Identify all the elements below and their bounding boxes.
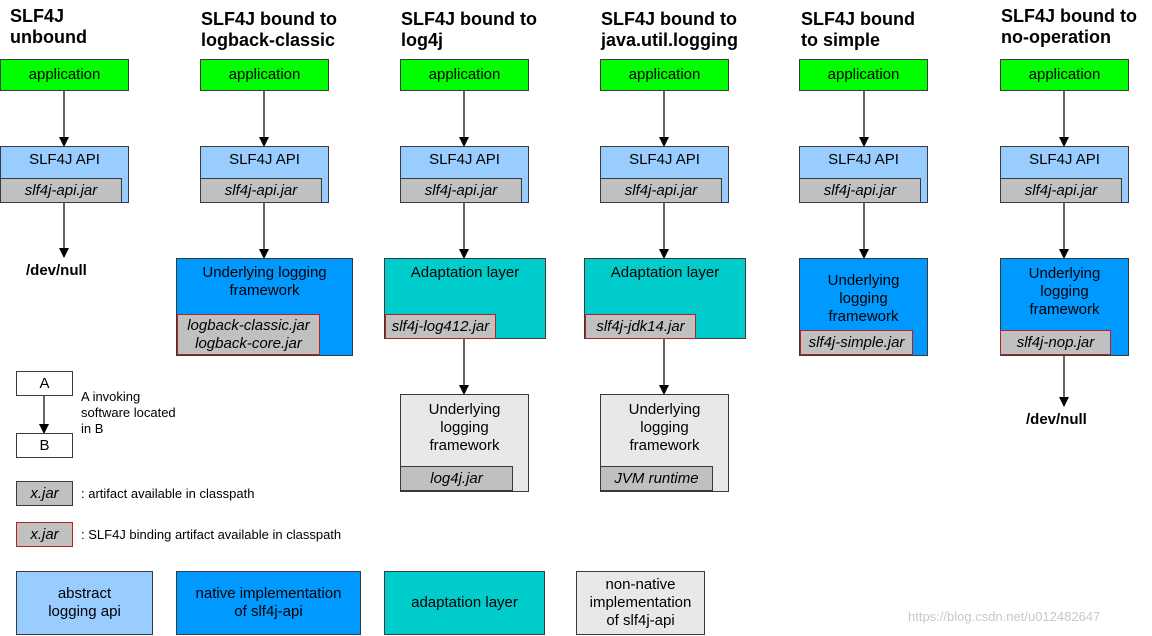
dev-null-label: /dev/null (1026, 411, 1087, 428)
dev-null-label: /dev/null (26, 262, 87, 279)
legend-abstract-api: abstract logging api (16, 571, 153, 635)
slf4j-jdk14-jar: slf4j-jdk14.jar (585, 314, 696, 339)
legend-binding-text: : SLF4J binding artifact available in cl… (81, 527, 342, 542)
slf4j-api-jar: slf4j-api.jar (0, 178, 122, 203)
column-title-unbound: SLF4J unbound (10, 6, 87, 47)
column-title-simple: SLF4J bound to simple (801, 9, 915, 50)
slf4j-api-label: SLF4J API (629, 151, 700, 168)
slf4j-api-jar: slf4j-api.jar (200, 178, 322, 203)
slf4j-simple-jar: slf4j-simple.jar (800, 330, 913, 355)
slf4j-api-jar: slf4j-api.jar (1000, 178, 1122, 203)
slf4j-api-jar: slf4j-api.jar (400, 178, 522, 203)
legend-box-b: B (16, 433, 73, 458)
slf4j-nop-jar: slf4j-nop.jar (1000, 330, 1111, 355)
jvm-runtime-jar: JVM runtime (600, 466, 713, 491)
application-box: application (1000, 59, 1129, 91)
column-title-logback: SLF4J bound to logback-classic (201, 9, 337, 50)
slf4j-api-label: SLF4J API (229, 151, 300, 168)
legend-artifact-text: : artifact available in classpath (81, 486, 255, 501)
legend-binding-jar-sample: x.jar (16, 522, 73, 547)
adaptation-layer-label: Adaptation layer (610, 264, 720, 281)
slf4j-api-label: SLF4J API (429, 151, 500, 168)
legend-non-native-impl: non-native implementation of slf4j-api (576, 571, 705, 635)
application-box: application (799, 59, 928, 91)
application-box: application (600, 59, 729, 91)
watermark: https://blog.csdn.net/u012482647 (908, 609, 1101, 624)
application-box: application (400, 59, 529, 91)
slf4j-api-label: SLF4J API (29, 151, 100, 168)
legend-native-impl: native implementation of slf4j-api (176, 571, 361, 635)
logging-framework-label: Underlying logging framework (1028, 265, 1101, 318)
slf4j-api-label: SLF4J API (1029, 151, 1100, 168)
log4j-jar: log4j.jar (400, 466, 513, 491)
logback-jars: logback-classic.jar logback-core.jar (177, 314, 320, 355)
adaptation-layer-label: Adaptation layer (410, 264, 520, 281)
legend-jar-sample: x.jar (16, 481, 73, 506)
logging-framework-label: Underlying logging framework (827, 272, 900, 325)
slf4j-log412-jar: slf4j-log412.jar (385, 314, 496, 339)
column-title-log4j: SLF4J bound to log4j (401, 9, 537, 50)
slf4j-api-jar: slf4j-api.jar (799, 178, 921, 203)
column-title-nop: SLF4J bound to no-operation (1001, 6, 1137, 47)
legend-adaptation-layer: adaptation layer (384, 571, 545, 635)
slf4j-api-label: SLF4J API (828, 151, 899, 168)
logging-framework-label: Underlying logging framework (428, 401, 501, 454)
logging-framework-label: Underlying logging framework (628, 401, 701, 454)
column-title-jul: SLF4J bound to java.util.logging (601, 9, 739, 50)
logging-framework-label: Underlying logging framework (202, 264, 327, 299)
application-box: application (0, 59, 129, 91)
legend-box-a: A (16, 371, 73, 396)
slf4j-api-jar: slf4j-api.jar (600, 178, 722, 203)
application-box: application (200, 59, 329, 91)
legend-invoking-text: A invoking software located in B (81, 389, 176, 436)
